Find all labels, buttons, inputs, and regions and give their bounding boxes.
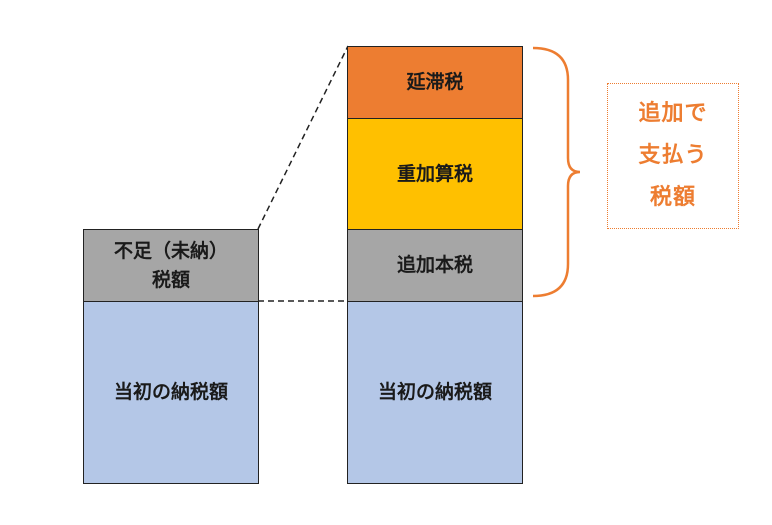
delinquency-tax-box: 延滞税: [347, 46, 523, 120]
left-original-tax-box: 当初の納税額: [83, 301, 259, 484]
right-original-tax-label: 当初の納税額: [377, 380, 492, 403]
additional-payment-callout: 追加で 支払う 税額: [607, 83, 739, 229]
shortfall-label-line1: 不足（未納）: [113, 239, 228, 262]
heavy-additional-tax-label: 重加算税: [396, 162, 473, 185]
shortfall-tax-box: 不足（未納） 税額: [83, 229, 259, 303]
delinquency-tax-label: 延滞税: [406, 71, 464, 94]
callout-line3: 税額: [649, 184, 696, 210]
callout-line1: 追加で: [638, 101, 708, 127]
heavy-additional-tax-box: 重加算税: [347, 118, 523, 231]
callout-line2: 支払う: [638, 143, 708, 169]
top-dashed-connector: [257, 45, 349, 230]
curly-brace: [532, 46, 581, 298]
additional-principal-tax-label: 追加本税: [396, 254, 473, 277]
left-original-tax-label: 当初の納税額: [113, 380, 228, 403]
additional-principal-tax-box: 追加本税: [347, 229, 523, 303]
shortfall-label-line2: 税額: [151, 269, 190, 291]
right-original-tax-box: 当初の納税額: [347, 301, 523, 484]
